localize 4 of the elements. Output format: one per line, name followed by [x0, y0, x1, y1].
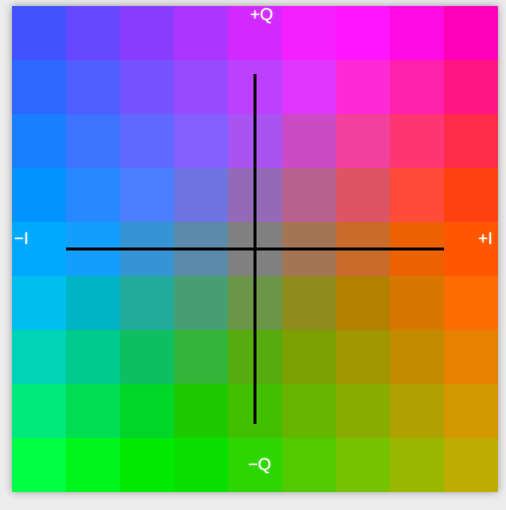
axis-label: −I: [14, 230, 29, 247]
axis-label: +Q: [250, 6, 274, 23]
axis-label: +I: [478, 230, 493, 247]
axis-label: −Q: [248, 456, 272, 473]
